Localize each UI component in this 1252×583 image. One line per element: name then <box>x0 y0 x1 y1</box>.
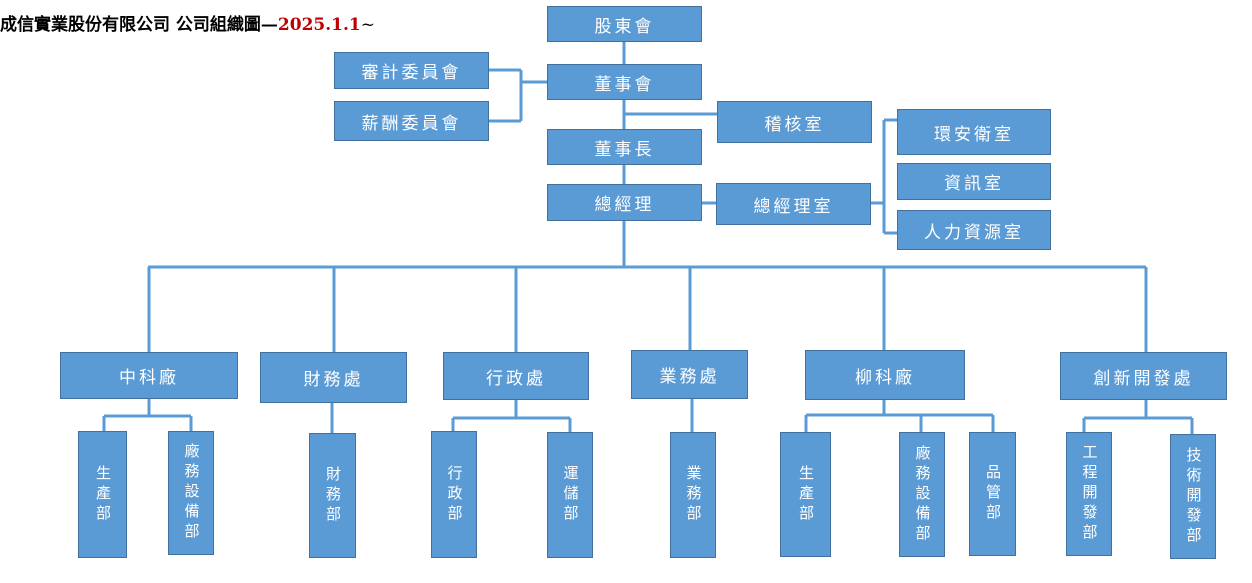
shareholders-meeting-box: 股東會 <box>547 6 702 42</box>
title-date: 2025.1.1 <box>277 15 361 35</box>
compensation-committee-box: 薪酬委員會 <box>334 101 489 141</box>
it-office-box: 資訊室 <box>897 163 1051 200</box>
subunit-box: 業務部 <box>670 432 716 558</box>
department-box: 創新開發處 <box>1060 352 1227 400</box>
general-manager-box: 總經理 <box>547 184 702 221</box>
hr-office-box: 人力資源室 <box>897 210 1051 250</box>
subunit-box: 技術開發部 <box>1170 434 1216 559</box>
subunit-box: 財務部 <box>309 433 356 558</box>
internal-audit-office-box: 稽核室 <box>717 101 872 143</box>
subunit-box: 行政部 <box>431 431 477 558</box>
chart-title: 成信實業股份有限公司 公司組織圖—2025.1.1~ <box>0 10 375 35</box>
title-tilde: ~ <box>360 15 375 35</box>
department-box: 財務處 <box>260 352 407 403</box>
chairman-box: 董事長 <box>547 129 702 165</box>
env-safety-office-box: 環安衛室 <box>897 109 1051 155</box>
subunit-box: 生產部 <box>78 431 127 558</box>
subunit-box: 廠務設備部 <box>899 432 945 557</box>
subunit-box: 品管部 <box>969 432 1016 556</box>
department-box: 柳科廠 <box>805 350 965 400</box>
subunit-box: 工程開發部 <box>1066 432 1112 556</box>
title-company: 成信實業股份有限公司 公司組織圖— <box>0 15 278 35</box>
subunit-box: 生產部 <box>780 432 831 557</box>
audit-committee-box: 審計委員會 <box>334 52 489 89</box>
board-of-directors-box: 董事會 <box>547 64 702 100</box>
gm-office-box: 總經理室 <box>716 183 871 225</box>
department-box: 業務處 <box>631 350 748 399</box>
department-box: 行政處 <box>443 352 589 400</box>
subunit-box: 運儲部 <box>547 432 593 558</box>
department-box: 中科廠 <box>60 352 238 399</box>
subunit-box: 廠務設備部 <box>168 431 214 555</box>
